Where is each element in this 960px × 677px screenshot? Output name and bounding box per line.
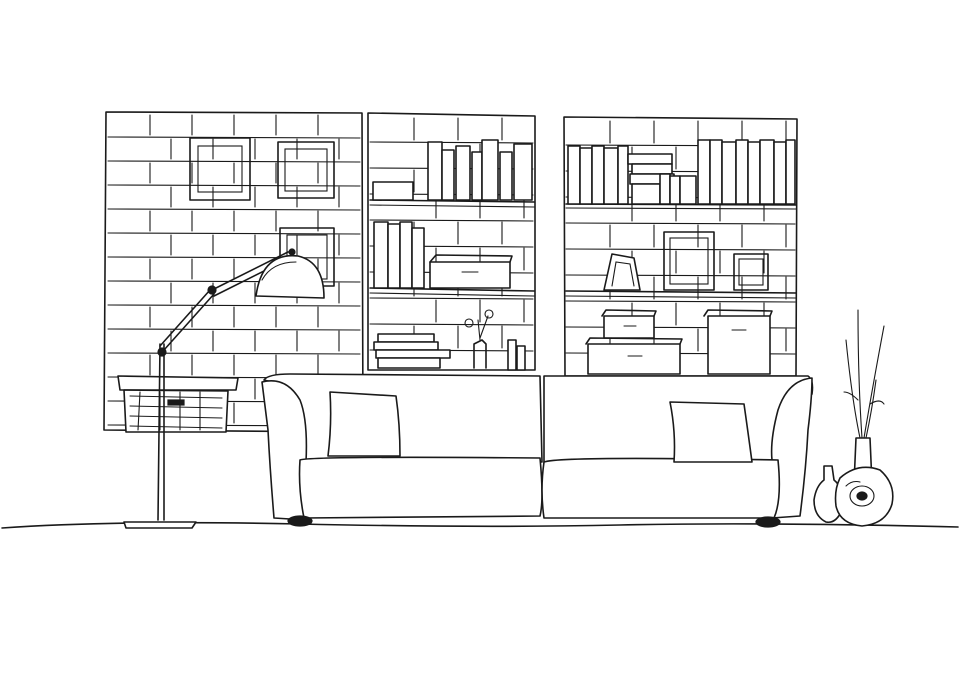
books-top-left <box>372 139 533 201</box>
books-middle-left <box>373 221 513 289</box>
vase-with-branches <box>843 309 885 485</box>
bookshelf-right <box>563 116 798 377</box>
floor-lamp <box>123 248 325 529</box>
decorative-vases <box>813 465 894 527</box>
frames-middle-right <box>603 231 769 291</box>
frame-1 <box>189 137 251 201</box>
books-bottom-left <box>373 309 526 371</box>
sofa-left-section <box>261 373 543 527</box>
bookshelf-left <box>367 112 536 371</box>
books-top-right <box>567 139 796 205</box>
cushions <box>327 391 753 463</box>
frame-2 <box>277 141 335 199</box>
boxes-bottom-right <box>585 309 773 375</box>
storage-basket <box>117 375 239 433</box>
sofa <box>261 373 814 528</box>
